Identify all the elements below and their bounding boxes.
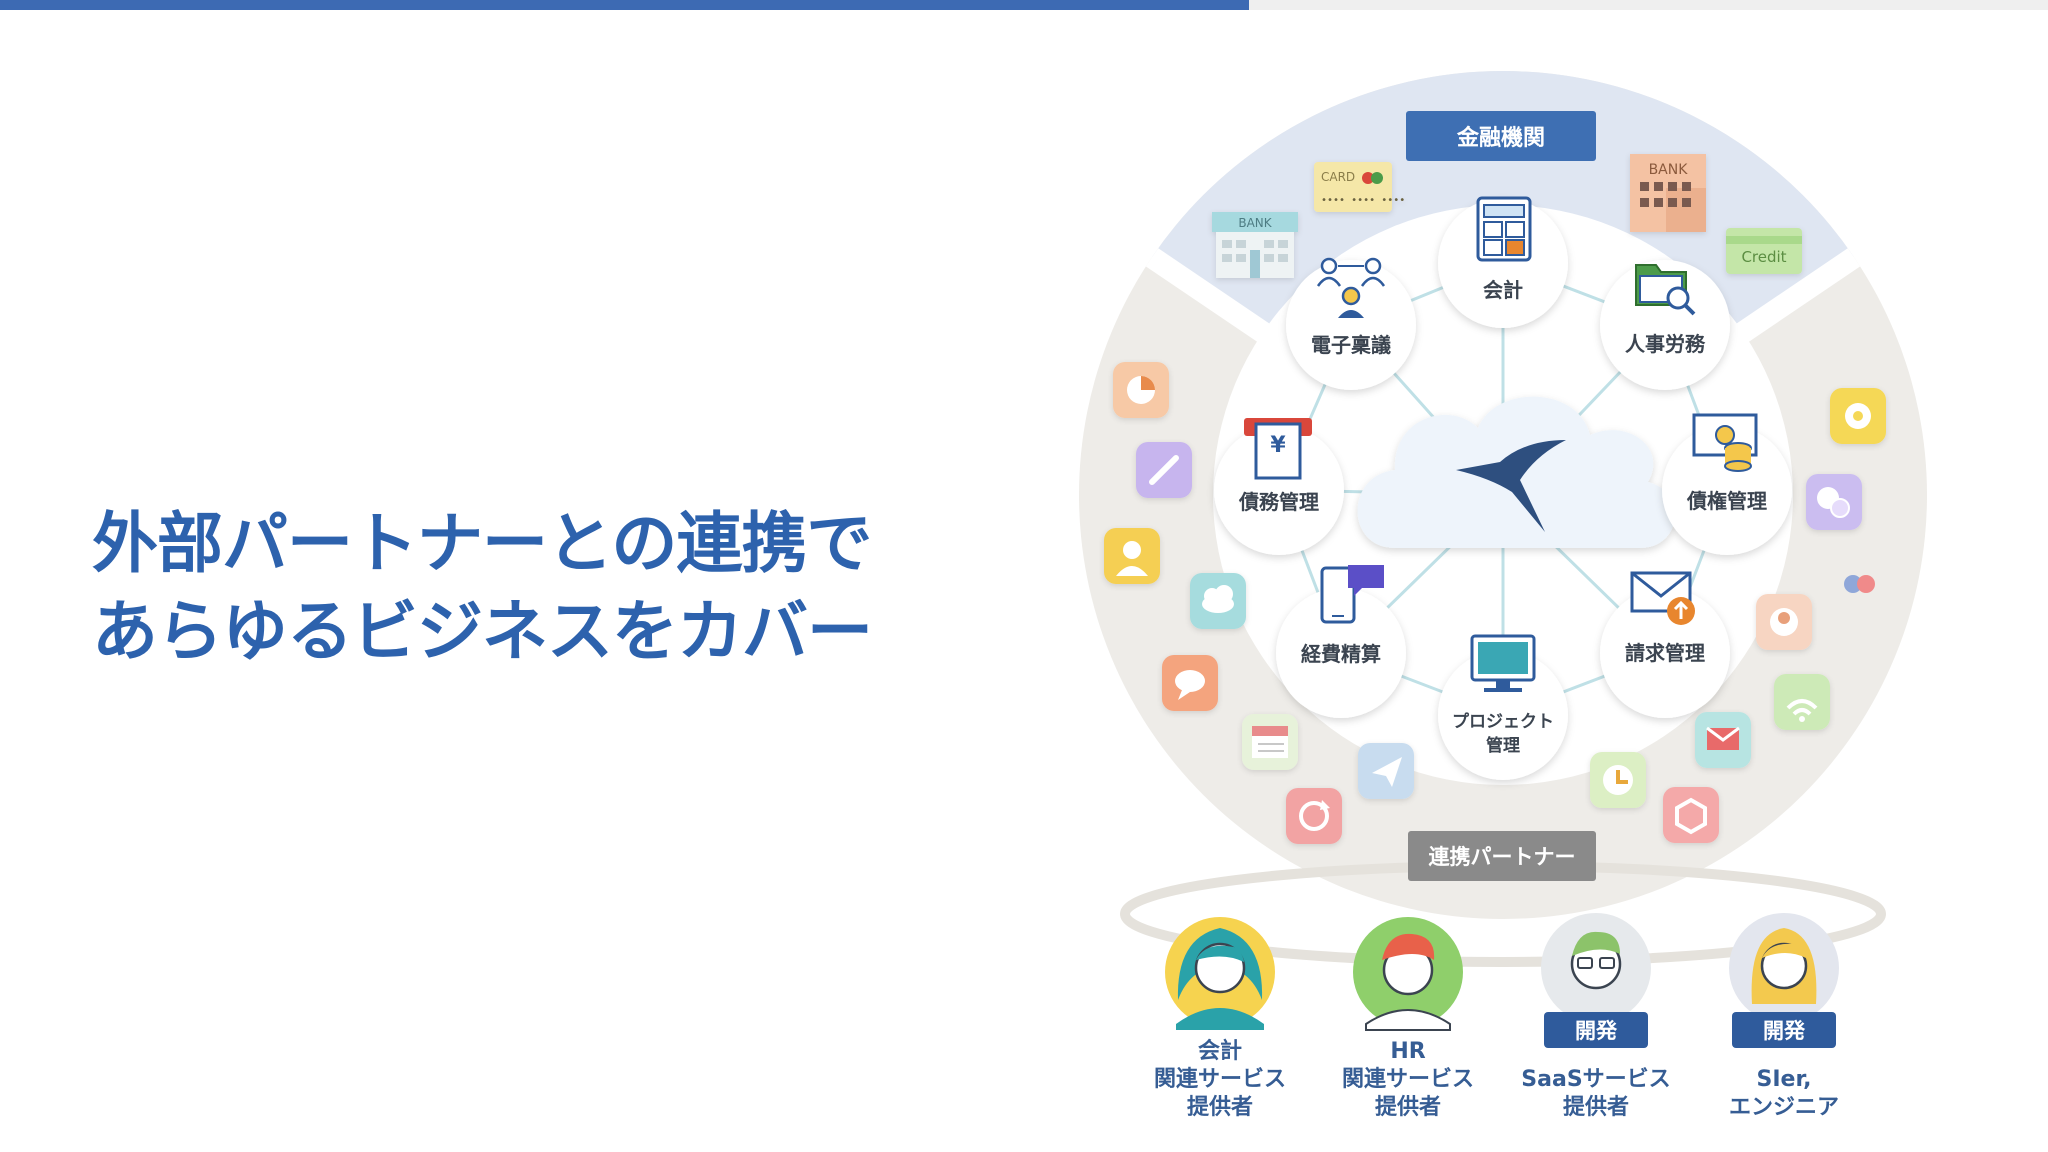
module-label-line-2: 管理 — [1486, 735, 1520, 756]
module-label: 債務管理 — [1238, 490, 1319, 514]
pie-chart-app-icon — [1113, 362, 1169, 418]
module-label: 人事労務 — [1625, 332, 1706, 356]
partner-accounting: 会計 関連サービス 提供者 — [1154, 917, 1286, 1120]
toggle-dots-icon — [1844, 575, 1875, 593]
dev-badge-text: 開発 — [1763, 1019, 1806, 1043]
envelope-upload-icon — [1630, 571, 1695, 625]
partner-caption-line: 提供者 — [1563, 1094, 1629, 1120]
module-e-approval: 電子稟議 — [1286, 257, 1416, 390]
partner-label-text: 連携パートナー — [1429, 845, 1576, 869]
mail-app-icon — [1695, 712, 1751, 768]
partner-caption-line: エンジニア — [1729, 1095, 1839, 1120]
module-hr-labor: 人事労務 — [1600, 260, 1730, 390]
dev-badge: 開発 — [1732, 1012, 1836, 1048]
module-project-management: プロジェクト 管理 — [1438, 634, 1568, 780]
partner-label: 連携パートナー — [1408, 831, 1596, 881]
financial-institutions-text: 金融機関 — [1456, 125, 1545, 151]
partner-sier: 開発 SIer, エンジニア — [1729, 913, 1839, 1120]
module-payables: ¥ 債務管理 — [1214, 418, 1344, 555]
dev-badge: 開発 — [1544, 1012, 1648, 1048]
bank-left-text: BANK — [1238, 216, 1272, 230]
slide-title-line-1: 外部パートナーとの連携で — [92, 505, 872, 582]
module-label: 債権管理 — [1686, 489, 1767, 513]
avatar-female-icon — [1165, 917, 1275, 1030]
chat-app-icon — [1162, 655, 1218, 711]
package-app-icon — [1663, 787, 1719, 843]
profile-app-icon — [1756, 594, 1812, 650]
coin-app-icon — [1806, 474, 1862, 530]
partner-caption-line: SaaSサービス — [1521, 1067, 1670, 1092]
calendar-app-icon — [1242, 714, 1298, 770]
partner-hr: HR 関連サービス 提供者 — [1342, 917, 1474, 1120]
partner-caption-line: HR — [1390, 1039, 1425, 1064]
phone-chat-icon — [1320, 565, 1384, 624]
folder-search-icon — [1635, 264, 1696, 316]
yen-symbol: ¥ — [1270, 433, 1286, 458]
financial-institutions-label: 金融機関 — [1406, 111, 1596, 161]
bank-building-right-icon: BANK — [1630, 154, 1706, 232]
partner-caption-line: 提供者 — [1187, 1094, 1253, 1120]
module-label-line-1: プロジェクト — [1452, 711, 1554, 732]
avatar-blonde-icon — [1729, 913, 1839, 1023]
credit-card-green-deco: Credit — [1726, 228, 1802, 274]
wifi-app-icon — [1774, 674, 1830, 730]
partner-caption-line: 提供者 — [1375, 1094, 1441, 1120]
slide-progress-fill — [0, 0, 1250, 10]
app-tiles — [1104, 362, 1886, 844]
cloud-app-icon — [1190, 573, 1246, 629]
slide-title: 外部パートナーとの連携で あらゆるビジネスをカバー — [92, 500, 992, 676]
sync-app-icon — [1286, 788, 1342, 844]
clock-app-icon — [1590, 752, 1646, 808]
module-label: 会計 — [1483, 278, 1523, 302]
people-approval-icon — [1316, 257, 1386, 318]
partner-caption-line: SIer, — [1757, 1067, 1812, 1092]
dev-badge-text: 開発 — [1575, 1019, 1618, 1043]
slide-progress-track — [0, 0, 2048, 10]
module-expenses: 経費精算 — [1276, 565, 1406, 718]
card-text: CARD — [1321, 170, 1355, 184]
credit-text: Credit — [1741, 248, 1786, 266]
calculator-icon — [1476, 196, 1532, 262]
music-app-icon — [1830, 388, 1886, 444]
monitor-icon — [1470, 634, 1536, 692]
bank-right-text: BANK — [1649, 162, 1689, 178]
card-number-text: •••• •••• •••• — [1321, 195, 1405, 206]
module-label: 電子稟議 — [1311, 333, 1391, 357]
module-receivables: 債権管理 — [1662, 413, 1792, 555]
module-billing: 請求管理 — [1600, 571, 1730, 718]
avatar-glasses-icon — [1541, 913, 1651, 1023]
bank-building-left-icon: BANK — [1212, 212, 1298, 278]
swallow-logo-icon — [1456, 440, 1566, 532]
module-label: 経費精算 — [1301, 642, 1381, 666]
bill-coins-icon — [1692, 413, 1758, 472]
partner-caption-line: 会計 — [1198, 1038, 1242, 1064]
partner-caption-line: 関連サービス — [1154, 1067, 1286, 1092]
contact-app-icon — [1104, 528, 1160, 584]
yen-bill-icon: ¥ — [1244, 418, 1312, 480]
credit-card-deco: CARD •••• •••• •••• — [1314, 162, 1405, 212]
partner-saas: 開発 SaaSサービス 提供者 — [1521, 913, 1671, 1120]
avatar-male-icon — [1353, 917, 1463, 1031]
module-accounting: 会計 — [1438, 196, 1568, 328]
pencil-app-icon — [1136, 442, 1192, 498]
module-label: 請求管理 — [1625, 641, 1705, 665]
paper-plane-app-icon — [1358, 743, 1414, 799]
partner-caption-line: 関連サービス — [1342, 1067, 1474, 1092]
slide-title-line-2: あらゆるビジネスをカバー — [92, 593, 873, 670]
